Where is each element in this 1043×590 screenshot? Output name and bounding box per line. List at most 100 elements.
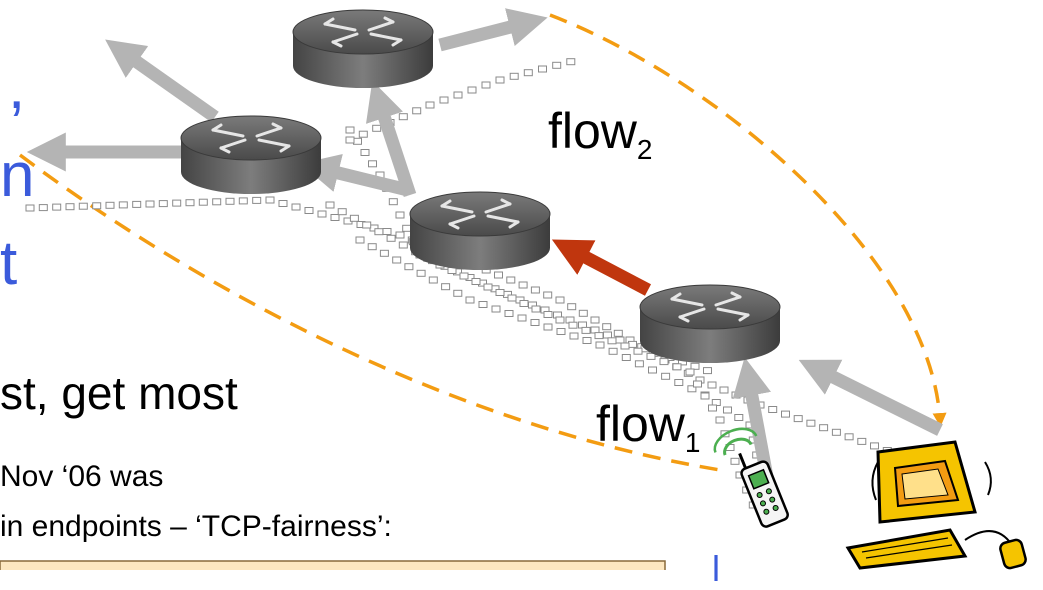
- link-arrow: [300, 153, 410, 197]
- router-icon: [408, 190, 552, 272]
- packet-square: [367, 243, 377, 251]
- packet-square: [723, 406, 732, 414]
- packet-square: [145, 200, 155, 208]
- packet-square: [543, 323, 553, 331]
- packet-square: [388, 198, 398, 206]
- packet-square: [569, 332, 579, 340]
- packet-square: [459, 272, 469, 280]
- packet-square: [330, 214, 340, 221]
- title-fragment: t: [0, 229, 18, 298]
- packet-square: [481, 81, 491, 89]
- packet-square: [518, 281, 528, 289]
- packet-square: [65, 203, 75, 211]
- packet-square: [467, 86, 477, 94]
- link-arrow: [365, 80, 417, 198]
- packet-square: [278, 200, 288, 207]
- packet-square: [132, 200, 142, 208]
- packet-square: [581, 326, 591, 334]
- packet-square: [158, 200, 168, 208]
- flow2-label: flow2: [548, 103, 653, 165]
- packet-square: [530, 319, 540, 326]
- packet-square: [494, 271, 503, 279]
- packet-square: [555, 316, 565, 324]
- packet-square: [509, 72, 519, 80]
- packet-square: [582, 337, 592, 344]
- packet-square: [566, 58, 576, 66]
- packet-square: [398, 113, 408, 121]
- packet-square: [523, 69, 533, 77]
- packet-square: [567, 303, 577, 311]
- packet-square: [634, 360, 644, 368]
- packet-square: [603, 331, 612, 339]
- packet-square: [700, 392, 710, 400]
- packet-square: [594, 332, 604, 340]
- packet-square: [719, 386, 729, 394]
- packet-square: [404, 263, 414, 271]
- packet-square: [819, 424, 829, 432]
- packet-square: [355, 236, 365, 244]
- packet-square: [628, 340, 637, 348]
- packet-square: [613, 329, 623, 337]
- packet-square: [337, 208, 347, 216]
- packet-square: [703, 367, 712, 375]
- packet-square: [304, 207, 314, 214]
- packet-square: [353, 137, 362, 145]
- packet-square: [690, 362, 700, 370]
- packet-square: [590, 316, 600, 324]
- packet-square: [185, 199, 195, 207]
- packet-square: [674, 379, 684, 386]
- router-icon: [638, 283, 782, 365]
- packet-square: [595, 341, 605, 349]
- packet-square: [646, 352, 656, 360]
- packet-square: [734, 414, 744, 421]
- packet-square: [360, 149, 370, 156]
- packet-square: [768, 406, 778, 413]
- packet-square: [453, 289, 463, 297]
- packet-square: [382, 228, 392, 235]
- packet-square: [392, 256, 402, 264]
- packet-square: [491, 305, 501, 313]
- packet-square: [693, 380, 702, 388]
- packet-square: [687, 385, 697, 393]
- callout-box: [0, 560, 666, 570]
- packet-square: [615, 336, 625, 344]
- packet-square: [555, 296, 565, 304]
- packet-square: [620, 342, 630, 350]
- packet-square: [602, 323, 612, 331]
- packet-square: [806, 419, 816, 427]
- packet-square: [552, 61, 562, 69]
- packet-square: [531, 305, 541, 313]
- packet-square: [568, 321, 578, 329]
- packet-square: [648, 366, 657, 374]
- packet-square: [78, 202, 88, 210]
- packet-square: [730, 457, 740, 465]
- packet-square: [212, 198, 222, 206]
- router-icon: [179, 114, 323, 196]
- congested-link-arrow: [551, 239, 652, 296]
- packet-square: [265, 196, 275, 204]
- router-icon: [291, 8, 435, 90]
- packet-square: [504, 310, 514, 317]
- packet-square: [92, 202, 102, 210]
- packet-square: [478, 301, 488, 308]
- packet-square: [672, 363, 682, 371]
- packet-square: [118, 201, 128, 209]
- packet-square: [708, 404, 717, 412]
- packet-square: [538, 65, 547, 73]
- packet-square: [198, 198, 208, 206]
- packet-square: [715, 416, 725, 424]
- packet-square: [398, 241, 408, 249]
- packet-square: [781, 410, 790, 418]
- packet-square: [345, 126, 355, 134]
- packet-square: [608, 347, 618, 355]
- packet-square: [578, 309, 588, 317]
- flow-path: [549, 13, 947, 427]
- packet-square: [543, 291, 553, 299]
- title-fragment: ,: [8, 53, 26, 122]
- packet-square: [483, 283, 493, 291]
- packet-square: [453, 91, 463, 99]
- desktop-computer-icon: [845, 440, 1027, 570]
- packet-square: [368, 160, 377, 168]
- packet-square: [395, 211, 405, 219]
- title-fragment: n: [0, 141, 35, 210]
